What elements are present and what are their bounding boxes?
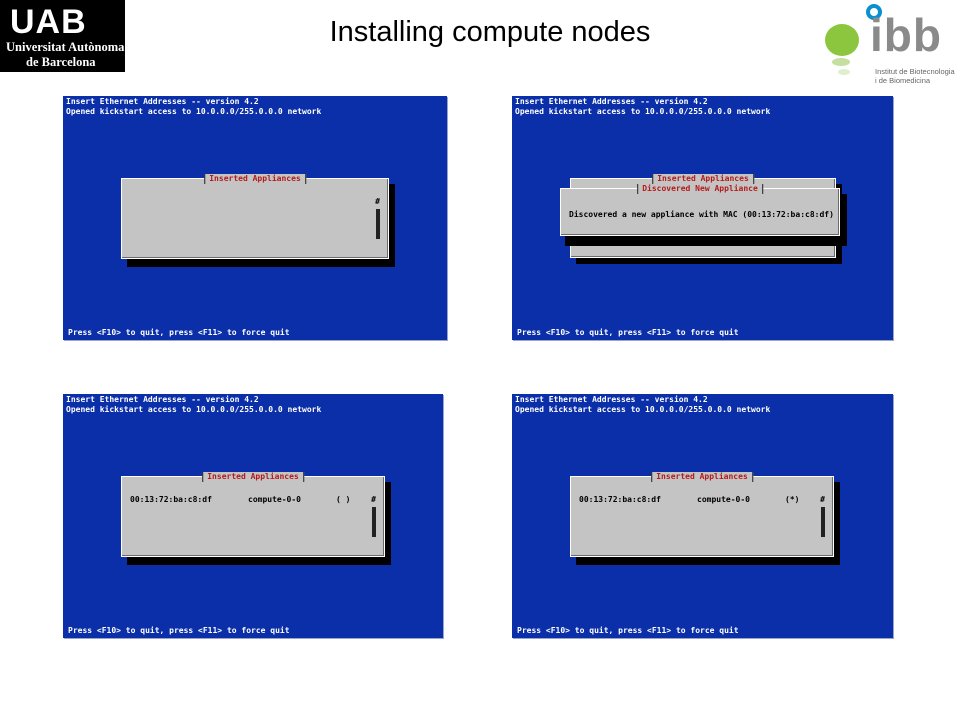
dialog-title: Inserted Appliances <box>202 472 304 482</box>
uab-logo-line1: Universitat Autònoma <box>6 40 125 54</box>
terminal-footer: Press <F10> to quit, press <F11> to forc… <box>68 626 290 635</box>
appliance-mac[interactable]: 00:13:72:ba:c8:df <box>130 495 212 504</box>
scroll-marker: # <box>371 495 376 504</box>
terminal-header-network: Opened kickstart access to 10.0.0.0/255.… <box>515 405 771 414</box>
uab-logo: UAB Universitat Autònoma de Barcelona <box>0 0 125 72</box>
appliance-mac[interactable]: 00:13:72:ba:c8:df <box>579 495 661 504</box>
terminal-screenshot-listed: Insert Ethernet Addresses -- version 4.2… <box>63 394 443 638</box>
dialog-title: Inserted Appliances <box>652 174 754 184</box>
terminal-header-network: Opened kickstart access to 10.0.0.0/255.… <box>515 107 771 116</box>
terminal-footer: Press <F10> to quit, press <F11> to forc… <box>68 328 290 337</box>
inserted-appliances-dialog: Inserted Appliances 00:13:72:ba:c8:df co… <box>570 472 834 557</box>
dialog-title: Inserted Appliances <box>204 174 306 184</box>
ibb-logo-line2: i de Biomedicina <box>875 76 931 85</box>
terminal-footer: Press <F10> to quit, press <F11> to forc… <box>517 626 739 635</box>
discovered-appliance-popup: Discovered New Appliance Discovered a ne… <box>560 184 840 236</box>
terminal-header-network: Opened kickstart access to 10.0.0.0/255.… <box>66 107 322 116</box>
appliance-name[interactable]: compute-0-0 <box>697 495 750 504</box>
ibb-logo-graphic <box>825 4 882 75</box>
ibb-logo-mark: ibb <box>870 9 942 61</box>
terminal-screenshot-empty: Insert Ethernet Addresses -- version 4.2… <box>63 96 447 340</box>
uab-logo-mark: UAB <box>10 3 87 41</box>
terminal-screenshot-installed: Insert Ethernet Addresses -- version 4.2… <box>512 394 893 638</box>
inserted-appliances-dialog: Inserted Appliances # <box>121 174 389 259</box>
terminal-header-title: Insert Ethernet Addresses -- version 4.2 <box>515 97 708 106</box>
scroll-marker: # <box>820 495 825 504</box>
slide-title: Installing compute nodes <box>329 16 651 48</box>
inserted-appliances-dialog: Inserted Appliances 00:13:72:ba:c8:df co… <box>121 472 385 557</box>
uab-logo-line2: de Barcelona <box>26 55 96 69</box>
terminal-header-network: Opened kickstart access to 10.0.0.0/255.… <box>66 405 322 414</box>
terminal-footer: Press <F10> to quit, press <F11> to forc… <box>517 328 739 337</box>
scroll-marker: # <box>375 197 380 206</box>
popup-message: Discovered a new appliance with MAC (00:… <box>569 210 834 219</box>
ibb-logo-line1: Institut de Biotecnologia <box>875 67 955 76</box>
dialog-title: Inserted Appliances <box>651 472 753 482</box>
appliance-status[interactable]: (*) <box>785 495 800 504</box>
appliance-name[interactable]: compute-0-0 <box>248 495 301 504</box>
popup-title: Discovered New Appliance <box>637 184 763 194</box>
terminal-header-title: Insert Ethernet Addresses -- version 4.2 <box>515 395 708 404</box>
scrollbar[interactable] <box>376 209 380 239</box>
terminal-header-title: Insert Ethernet Addresses -- version 4.2 <box>66 395 259 404</box>
scrollbar[interactable] <box>821 507 825 537</box>
terminal-header-title: Insert Ethernet Addresses -- version 4.2 <box>66 97 259 106</box>
appliance-status[interactable]: ( ) <box>336 495 351 504</box>
scrollbar[interactable] <box>372 507 376 537</box>
ibb-logo: ibb Institut de Biotecnologia i de Biome… <box>822 0 960 86</box>
terminal-screenshot-discovered: Insert Ethernet Addresses -- version 4.2… <box>512 96 893 340</box>
